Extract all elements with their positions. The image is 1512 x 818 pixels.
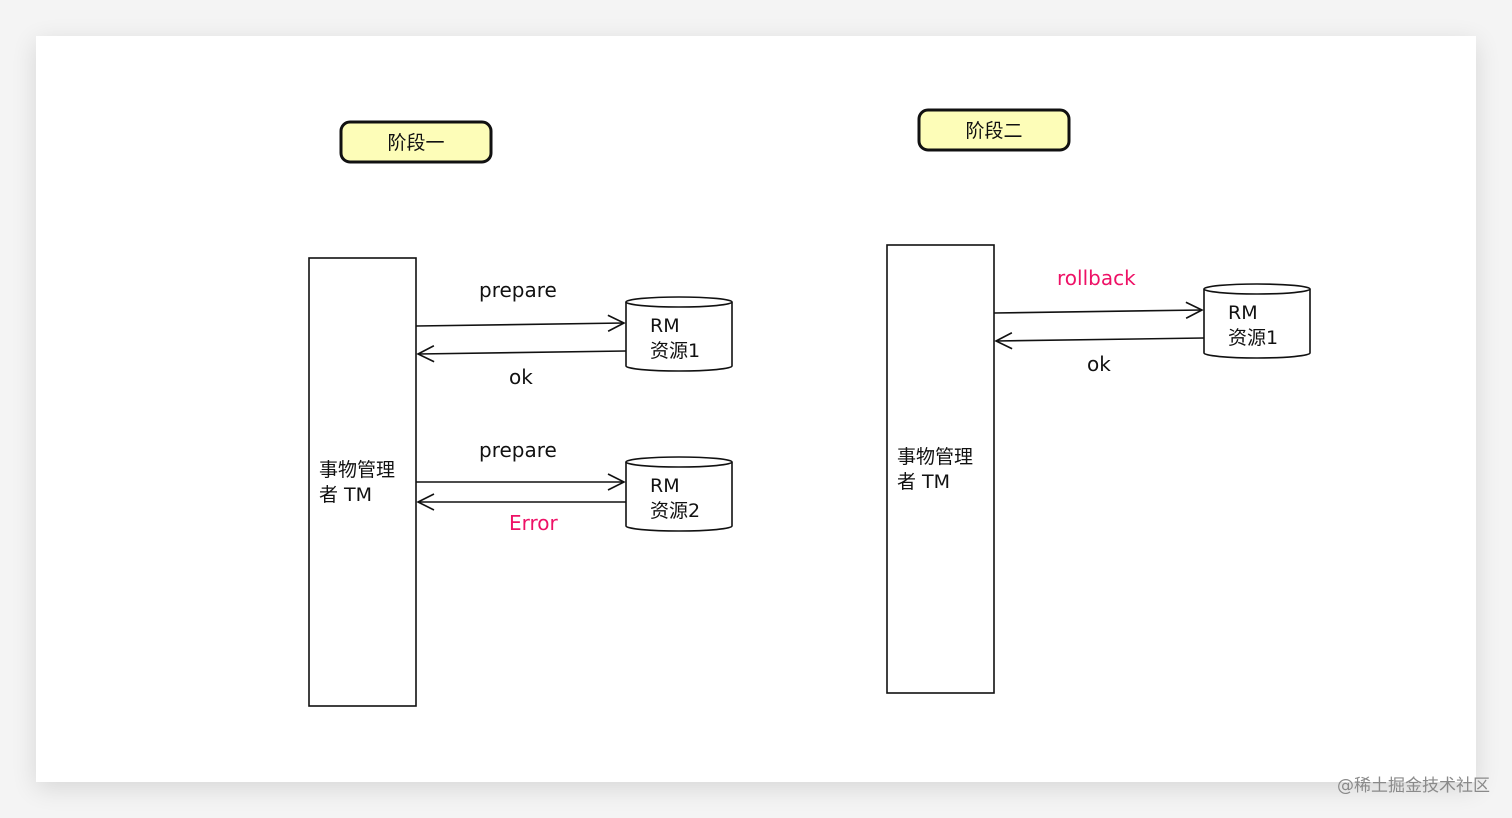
rollback-arrow [993,301,1204,319]
rm1-label-line2: 资源1 [650,340,700,362]
rm1b-label-line1: RM [1228,302,1258,324]
error-label-2: Error [509,511,559,535]
prepare-arrow-1 [415,314,626,332]
rm2-label-line1: RM [650,475,680,497]
prepare-label-1: prepare [479,278,557,302]
phase-2: 阶段二 事物管理 者 TM RM 资源1 rollback ok [886,108,1311,694]
ok-label-1: ok [509,365,533,389]
prepare-label-2: prepare [479,438,557,462]
phase-1-title: 阶段一 [387,132,444,154]
ok-label-phase-2: ok [1087,352,1111,376]
rm-resource-1-database [625,296,733,372]
diagram-canvas: 阶段一 事物管理 者 TM RM 资源1 prepare ok RM 资源2 [36,36,1476,782]
ok-arrow-1 [416,345,627,363]
watermark: @稀土掘金技术社区 [1337,776,1490,796]
rm1-label-line1: RM [650,315,680,337]
tm-box-phase-1 [308,257,417,707]
tm-label-line2: 者 TM [319,484,372,506]
phase-1: 阶段一 事物管理 者 TM RM 资源1 prepare ok RM 资源2 [308,120,733,707]
rm-resource-2-database [625,456,733,532]
tm2-label-line2: 者 TM [897,471,950,493]
rm1b-label-line2: 资源1 [1228,327,1278,349]
rm2-label-line2: 资源2 [650,500,700,522]
tm-label-line1: 事物管理 [319,459,395,481]
phase-2-title: 阶段二 [965,120,1022,142]
tm2-label-line1: 事物管理 [897,446,973,468]
ok-arrow-phase-2 [994,332,1205,350]
phase-1-badge [339,120,493,164]
phase-2-badge [917,108,1071,152]
rm-resource-1-database-phase-2 [1203,283,1311,359]
two-phase-commit-diagram: 阶段一 事物管理 者 TM RM 资源1 prepare ok RM 资源2 [308,108,1311,707]
rollback-label: rollback [1057,266,1136,290]
tm-box-phase-2 [886,244,995,694]
